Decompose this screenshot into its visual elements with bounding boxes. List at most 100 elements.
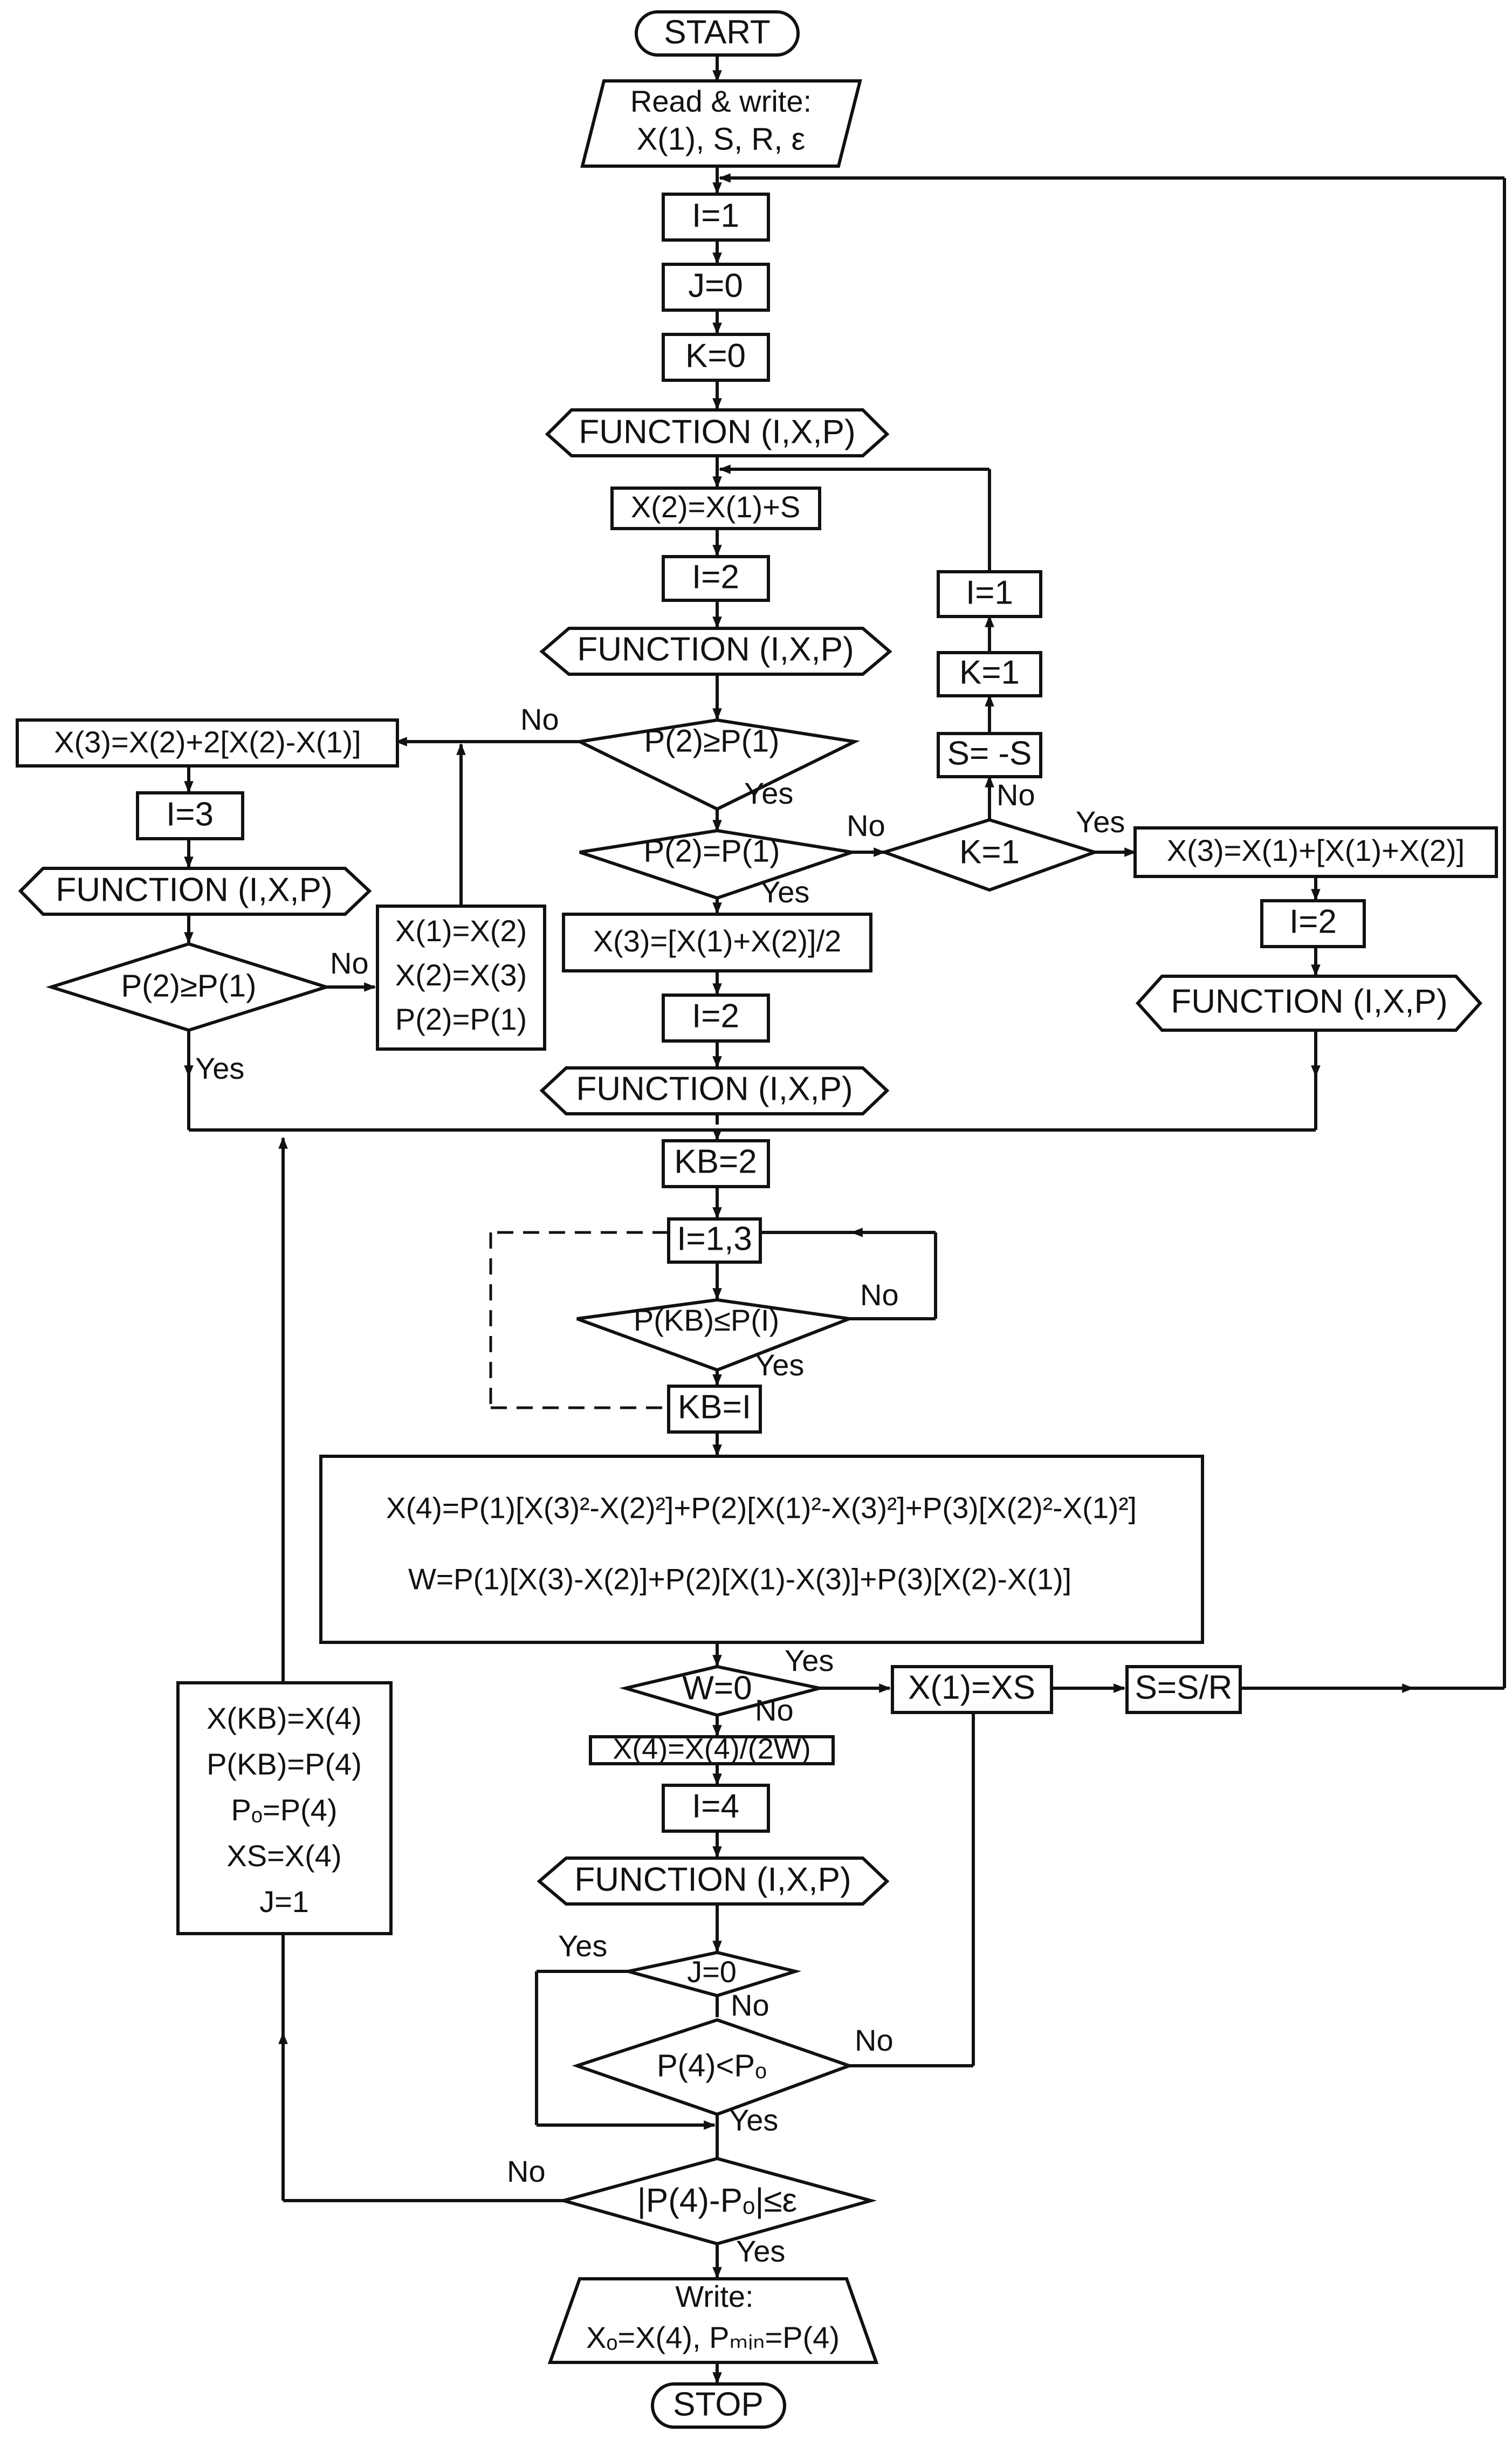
function-4-hex — [537, 1856, 890, 1906]
i-eq-2-mid-label: I=2 — [692, 997, 739, 1034]
k-eq-0-box — [662, 333, 770, 382]
i-eq-1-right-label: I=1 — [966, 574, 1013, 611]
no-label-p2-eq-p1: No — [847, 809, 885, 842]
shift-line-2: X(2)=X(3) — [395, 958, 527, 992]
shift-line-3: P(2)=P(1) — [395, 1002, 527, 1036]
function-right-hex — [1135, 975, 1483, 1032]
i-loop-box — [667, 1217, 762, 1264]
p4-lt-po-diamond — [572, 2018, 854, 2116]
i-loop-label: I=1,3 — [677, 1220, 752, 1257]
start-label: START — [664, 13, 771, 51]
x1-eq-xs-label: X(1)=XS — [908, 1669, 1035, 1706]
kb-eq-i-box — [667, 1385, 762, 1434]
function-1-hex — [545, 408, 890, 457]
function-mid-label: FUNCTION (I,X,P) — [576, 1070, 853, 1107]
kb-eq-2-label: KB=2 — [674, 1143, 757, 1180]
update-line-2: P(KB)=P(4) — [207, 1747, 362, 1781]
update-box — [176, 1681, 393, 1935]
no-label-k-eq-1: No — [996, 778, 1035, 812]
kb-eq-2-box — [662, 1139, 770, 1188]
shift-line-1: X(1)=X(2) — [395, 914, 527, 948]
i-eq-4-label: I=4 — [692, 1787, 739, 1825]
no-label-j-eq-0: No — [731, 1988, 769, 2022]
no-label-left-diamond: No — [330, 946, 369, 980]
x4-div-label: X(4)=X(4)/(2W) — [613, 1732, 811, 1765]
x3-extrap-box — [16, 718, 399, 768]
yes-label-p2-eq-p1: Yes — [760, 875, 809, 909]
k-eq-0-label: K=0 — [685, 337, 746, 374]
p4-lt-po-label: P(4)<Pₒ — [657, 2048, 767, 2083]
i-eq-1-right-box — [937, 570, 1042, 618]
stop-label: STOP — [673, 2386, 764, 2423]
i-eq-2-box-a — [662, 555, 770, 602]
converge-diamond — [557, 2156, 877, 2246]
p2-eq-p1-label: P(2)=P(1) — [643, 833, 780, 868]
write-line-1: Write: — [675, 2279, 753, 2313]
x3-right-label: X(3)=X(1)+[X(1)+X(2)] — [1167, 833, 1465, 867]
yes-label-pkb: Yes — [755, 1348, 804, 1382]
p2-eq-p1-diamond — [579, 828, 853, 900]
i-eq-3-label: I=3 — [166, 796, 214, 833]
update-line-3: Pₒ=P(4) — [231, 1793, 338, 1827]
update-line-5: J=1 — [259, 1885, 309, 1919]
function-mid-hex — [539, 1066, 890, 1115]
function-2-label: FUNCTION (I,X,P) — [577, 631, 854, 668]
x4-div-box — [589, 1735, 835, 1765]
p2-ge-p1-left-label: P(2)≥P(1) — [121, 968, 257, 1003]
stop-terminal — [651, 2382, 786, 2429]
i-eq-1-box — [662, 193, 770, 242]
i-eq-4-box — [662, 1784, 770, 1833]
k-eq-1-right-label: K=1 — [959, 654, 1020, 691]
no-label-p2-ge-p1: No — [520, 702, 559, 736]
i-eq-3-box — [136, 791, 244, 840]
s-neg-label: S= -S — [947, 735, 1032, 772]
no-label-pkb: No — [860, 1278, 899, 1312]
x3-mid-box — [562, 913, 872, 972]
read-write-line-2: X(1), S, R, ε — [637, 121, 806, 156]
yes-label-converge: Yes — [736, 2234, 785, 2268]
s-neg-box — [937, 732, 1042, 778]
write-io — [547, 2277, 879, 2364]
update-line-4: XS=X(4) — [226, 1839, 341, 1873]
x3-right-box — [1133, 826, 1498, 878]
w-eq-0-diamond — [619, 1664, 820, 1717]
function-2-hex — [539, 627, 892, 676]
pkb-le-pi-diamond — [576, 1298, 856, 1372]
yes-label-k-eq-1: Yes — [1076, 805, 1125, 839]
read-write-io — [580, 79, 862, 168]
p2-ge-p1-label: P(2)≥P(1) — [644, 723, 780, 758]
i-eq-2-mid-box — [662, 994, 770, 1043]
yes-label-w-eq-0: Yes — [785, 1643, 834, 1677]
start-terminal — [635, 10, 800, 57]
connectors — [184, 57, 1506, 2385]
j-eq-0-label: J=0 — [688, 267, 743, 304]
s-over-r-label: S=S/R — [1135, 1669, 1233, 1706]
x2-box — [610, 487, 821, 530]
s-over-r-box — [1125, 1665, 1242, 1714]
w-eq-0-label: W=0 — [682, 1669, 752, 1707]
read-write-line-1: Read & write: — [630, 84, 812, 118]
x3-mid-label: X(3)=[X(1)+X(2)]/2 — [593, 924, 842, 958]
loop-bracket — [489, 1231, 669, 1409]
p2-ge-p1-left-diamond — [45, 942, 332, 1032]
j-eq-0-box — [662, 263, 770, 312]
p2-ge-p1-diamond — [574, 718, 860, 811]
no-label-converge: No — [507, 2154, 546, 2188]
no-label-w-eq-0: No — [755, 1693, 794, 1727]
x2-label: X(2)=X(1)+S — [631, 490, 800, 524]
k-eq-1-right-box — [937, 651, 1042, 697]
i-eq-2-right-label: I=2 — [1289, 903, 1337, 940]
function-4-label: FUNCTION (I,X,P) — [574, 1861, 851, 1898]
function-left-hex — [18, 867, 372, 916]
formula-box — [319, 1455, 1204, 1644]
yes-label-j-eq-0: Yes — [558, 1929, 607, 1963]
yes-label-p2-ge-p1: Yes — [744, 776, 793, 810]
converge-label: |P(4)-Pₒ|≤ε — [637, 2182, 797, 2219]
function-left-label: FUNCTION (I,X,P) — [56, 871, 332, 908]
k-eq-1-dec-label: K=1 — [959, 833, 1020, 871]
w-formula-label: W=P(1)[X(3)-X(2)]+P(2)[X(1)-X(3)]+P(3)[X… — [408, 1563, 1071, 1596]
yes-label-p4-lt-po: Yes — [729, 2103, 778, 2137]
update-line-1: X(KB)=X(4) — [207, 1701, 362, 1735]
j-eq-0-dec-label: J=0 — [687, 1955, 737, 1989]
k-eq-1-diamond — [879, 818, 1100, 892]
